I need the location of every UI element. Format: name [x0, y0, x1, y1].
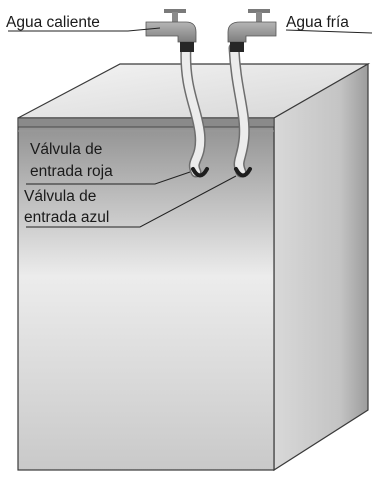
- red-valve-label-line2: entrada roja: [30, 163, 113, 180]
- cold-water-faucet-icon: [227, 9, 277, 52]
- blue-valve-leader-line: [26, 175, 237, 228]
- cold-water-label: Agua fría: [286, 14, 349, 31]
- hot-water-label: Agua caliente: [6, 14, 100, 31]
- hot-water-hose-fill: [181, 44, 205, 176]
- blue-valve-label-line2: entrada azul: [24, 209, 109, 226]
- cabinet-side-face: [273, 62, 369, 472]
- blue-valve-label-line1: Válvula de: [24, 188, 96, 205]
- hot-water-faucet-icon: [145, 9, 197, 52]
- cabinet-front-face: [17, 117, 275, 471]
- red-inlet-valve-icon: [191, 167, 209, 178]
- red-valve-label-line1: Válvula de: [30, 141, 102, 158]
- blue-inlet-valve-icon: [234, 167, 252, 178]
- hot-water-leader-line: [8, 27, 161, 32]
- red-valve-leader-line: [26, 171, 191, 185]
- cold-water-leader-line: [285, 29, 373, 34]
- cabinet-trim-band: [17, 117, 275, 128]
- cold-water-hose-fill: [230, 44, 249, 176]
